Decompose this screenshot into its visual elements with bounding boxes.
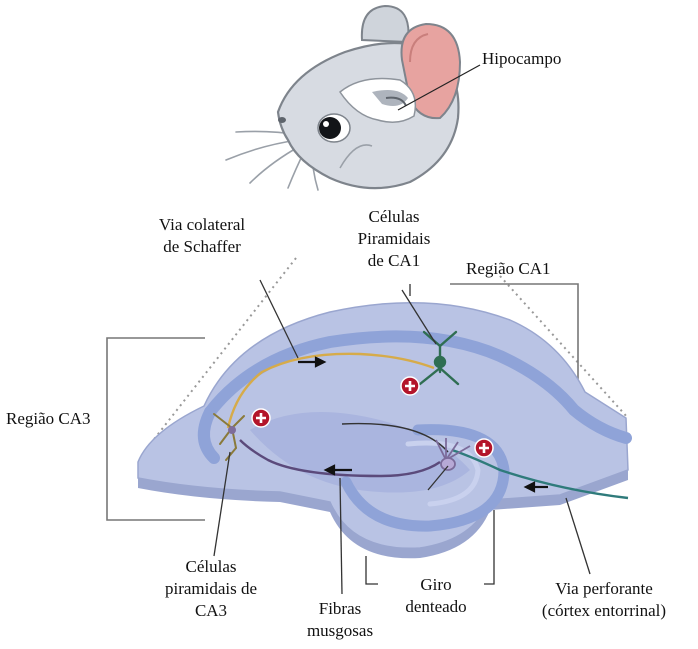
label-via-perforante: Via perforante (córtex entorrinal) — [514, 578, 694, 622]
label-celulas-piramidais-ca3: Células piramidais de CA3 — [146, 556, 276, 622]
label-via-perforante-line2: (córtex entorrinal) — [514, 600, 694, 622]
label-regiao-ca1: Região CA1 — [466, 258, 551, 280]
label-via-colateral-schaffer: Via colateral de Schaffer — [140, 214, 264, 258]
hippocampus-slice — [138, 303, 628, 559]
label-fibras-line2: musgosas — [290, 620, 390, 642]
label-celulas-ca3-line1: Células — [146, 556, 276, 578]
label-celulas-ca3-line2: piramidais de — [146, 578, 276, 600]
label-via-colateral-line2: de Schaffer — [140, 236, 264, 258]
mouse-head-illustration — [226, 6, 460, 190]
label-giro-denteado: Giro denteado — [386, 574, 486, 618]
label-fibras-line1: Fibras — [290, 598, 390, 620]
label-via-colateral-line1: Via colateral — [140, 214, 264, 236]
label-via-perforante-line1: Via perforante — [514, 578, 694, 600]
label-celulas-ca1-line1: Células — [338, 206, 450, 228]
label-regiao-ca3: Região CA3 — [6, 408, 91, 430]
label-giro-line1: Giro — [386, 574, 486, 596]
label-celulas-ca1-line2: Piramidais — [338, 228, 450, 250]
label-celulas-ca3-line3: CA3 — [146, 600, 276, 622]
label-celulas-ca1-line3: de CA1 — [338, 250, 450, 272]
label-celulas-piramidais-ca1: Células Piramidais de CA1 — [338, 206, 450, 272]
label-hipocampo: Hipocampo — [482, 48, 561, 70]
label-giro-line2: denteado — [386, 596, 486, 618]
label-fibras-musgosas: Fibras musgosas — [290, 598, 390, 642]
